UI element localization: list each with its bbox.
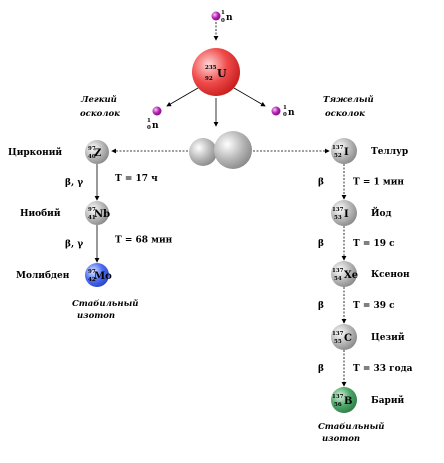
heavy-fragment-caption: Тяжелый осколок <box>323 94 374 119</box>
decay-type: β <box>318 178 324 188</box>
node-mass: 97 <box>88 146 96 152</box>
node-charge: 52 <box>334 153 342 159</box>
node-mass: 97 <box>88 207 96 213</box>
decay-half-life: T = 33 года <box>353 364 413 374</box>
node-name: Цирконий <box>8 147 62 158</box>
light-decay-1: β, γ T = 68 мин <box>65 225 173 263</box>
node-name: Молибден <box>16 270 70 281</box>
node-symbol: I <box>344 209 349 220</box>
decay-half-life: T = 39 с <box>353 301 395 311</box>
decay-type: β, γ <box>65 240 83 250</box>
light-decay-0: β, γ T = 17 ч <box>65 164 158 201</box>
node-symbol: Xe <box>344 270 358 281</box>
node-charge: 41 <box>88 215 96 221</box>
svg-text:1: 1 <box>147 118 151 124</box>
svg-text:осколок: осколок <box>325 109 365 119</box>
node-name: Йод <box>371 206 392 219</box>
node-symbol: C <box>344 333 352 344</box>
node-charge: 56 <box>334 402 342 408</box>
svg-text:Стабильный: Стабильный <box>318 421 384 432</box>
node-name: Ниобий <box>20 208 61 219</box>
node-name: Барий <box>371 395 404 406</box>
light-fragment-caption: Легкий осколок <box>80 94 120 119</box>
node-name: Цезий <box>371 332 405 343</box>
decay-half-life: T = 1 мин <box>353 178 404 188</box>
node-mass: 97 <box>88 269 96 275</box>
node-mass: 137 <box>332 394 344 400</box>
light-stable-caption: Стабильный изотоп <box>72 298 138 321</box>
neutron-charge: 0 <box>221 18 225 24</box>
arrow-to-right-neutron <box>233 87 266 107</box>
node-symbol: Nb <box>94 209 110 220</box>
emitted-neutron-left: 1 0 n <box>147 106 162 131</box>
emitted-neutron-right: 1 0 n <box>271 105 295 118</box>
node-symbol: Mo <box>94 271 112 282</box>
arrow-to-left-neutron <box>166 87 199 107</box>
node-symbol: B <box>344 396 352 407</box>
heavy-decay-3: β T = 33 года <box>318 350 413 387</box>
heavy-decay-0: β T = 1 мин <box>318 164 404 200</box>
svg-text:n: n <box>152 121 159 131</box>
svg-text:Легкий: Легкий <box>80 94 117 105</box>
uranium-charge: 92 <box>205 76 213 82</box>
node-mass: 137 <box>332 268 344 274</box>
node-charge: 53 <box>334 215 342 221</box>
node-charge: 54 <box>334 276 342 282</box>
node-symbol: Z <box>94 148 101 159</box>
decay-half-life: T = 68 мин <box>115 236 173 246</box>
decay-type: β <box>318 301 324 311</box>
svg-text:изотоп: изотоп <box>322 434 360 444</box>
node-name: Ксенон <box>371 270 410 280</box>
neutron-mass: 1 <box>221 10 225 16</box>
decay-type: β, γ <box>65 178 83 188</box>
split-nucleus <box>189 131 252 169</box>
svg-text:изотоп: изотоп <box>77 311 115 321</box>
svg-text:1: 1 <box>283 105 287 111</box>
node-mass: 137 <box>332 145 344 151</box>
svg-text:осколок: осколок <box>80 109 120 119</box>
node-name: Теллур <box>371 147 408 157</box>
heavy-decay-2: β T = 39 с <box>318 287 395 324</box>
node-charge: 42 <box>88 277 96 283</box>
svg-text:Стабильный: Стабильный <box>72 298 138 309</box>
decay-type: β <box>318 364 324 374</box>
uranium-symbol: U <box>217 67 227 80</box>
decay-type: β <box>318 239 324 249</box>
svg-text:n: n <box>288 108 295 118</box>
svg-text:Тяжелый: Тяжелый <box>323 94 374 105</box>
node-charge: 40 <box>88 154 96 160</box>
node-mass: 137 <box>332 207 344 213</box>
heavy-decay-1: β T = 19 с <box>318 226 395 261</box>
node-charge: 55 <box>334 339 342 345</box>
light-chain-node-0: 97 40Z Цирконий <box>8 140 109 164</box>
neutron-symbol: n <box>226 13 233 23</box>
node-mass: 137 <box>332 331 344 337</box>
decay-half-life: T = 19 с <box>353 239 395 249</box>
uranium-nucleus: 235 92 U <box>192 48 240 96</box>
decay-half-life: T = 17 ч <box>115 174 158 184</box>
svg-text:0: 0 <box>147 125 151 131</box>
heavy-stable-caption: Стабильный изотоп <box>318 421 384 444</box>
node-symbol: I <box>344 147 349 158</box>
uranium-mass: 235 <box>205 65 217 71</box>
svg-text:0: 0 <box>283 112 287 118</box>
incoming-neutron: 1 0 n <box>211 10 233 24</box>
